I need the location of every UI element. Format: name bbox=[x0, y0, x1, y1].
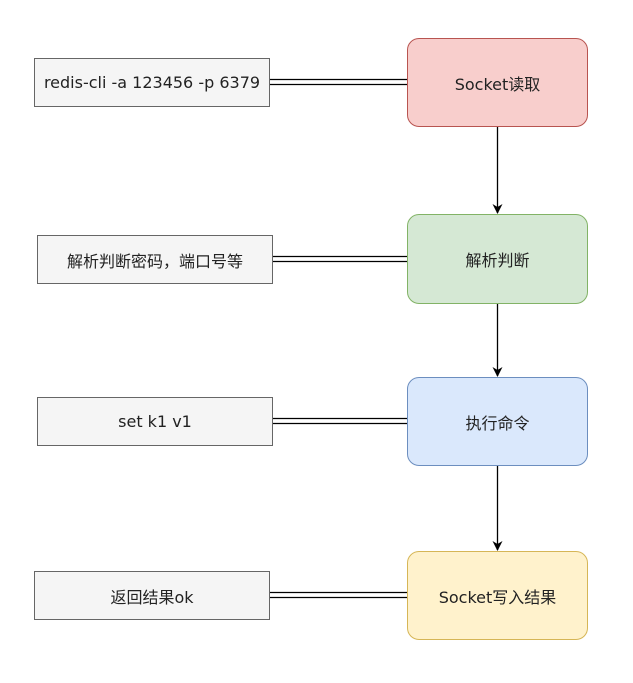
note-label: set k1 v1 bbox=[118, 412, 192, 431]
note-set-command: set k1 v1 bbox=[37, 397, 273, 446]
step-parse-judge: 解析判断 bbox=[407, 214, 588, 304]
note-redis-cli-command: redis-cli -a 123456 -p 6379 bbox=[34, 58, 270, 107]
step-label: Socket写入结果 bbox=[438, 587, 557, 607]
link-note2-step2 bbox=[273, 255, 407, 263]
note-label: redis-cli -a 123456 -p 6379 bbox=[43, 73, 261, 92]
note-parse-password-port: 解析判断密码，端口号等 bbox=[37, 235, 273, 284]
step-label: 执行命令 bbox=[465, 413, 530, 433]
note-label: 解析判断密码，端口号等 bbox=[66, 251, 243, 271]
note-return-ok: 返回结果ok bbox=[34, 571, 270, 620]
step-label: 解析判断 bbox=[465, 251, 530, 270]
step-execute-command: 执行命令 bbox=[407, 377, 588, 466]
step-socket-read: Socket读取 bbox=[407, 38, 588, 127]
link-note3-step3 bbox=[273, 417, 407, 425]
link-note4-step4 bbox=[270, 591, 407, 599]
step-socket-write-result: Socket写入结果 bbox=[407, 551, 588, 640]
step-label: Socket读取 bbox=[454, 74, 541, 94]
link-note1-step1 bbox=[270, 78, 407, 86]
note-label: 返回结果ok bbox=[110, 587, 194, 607]
